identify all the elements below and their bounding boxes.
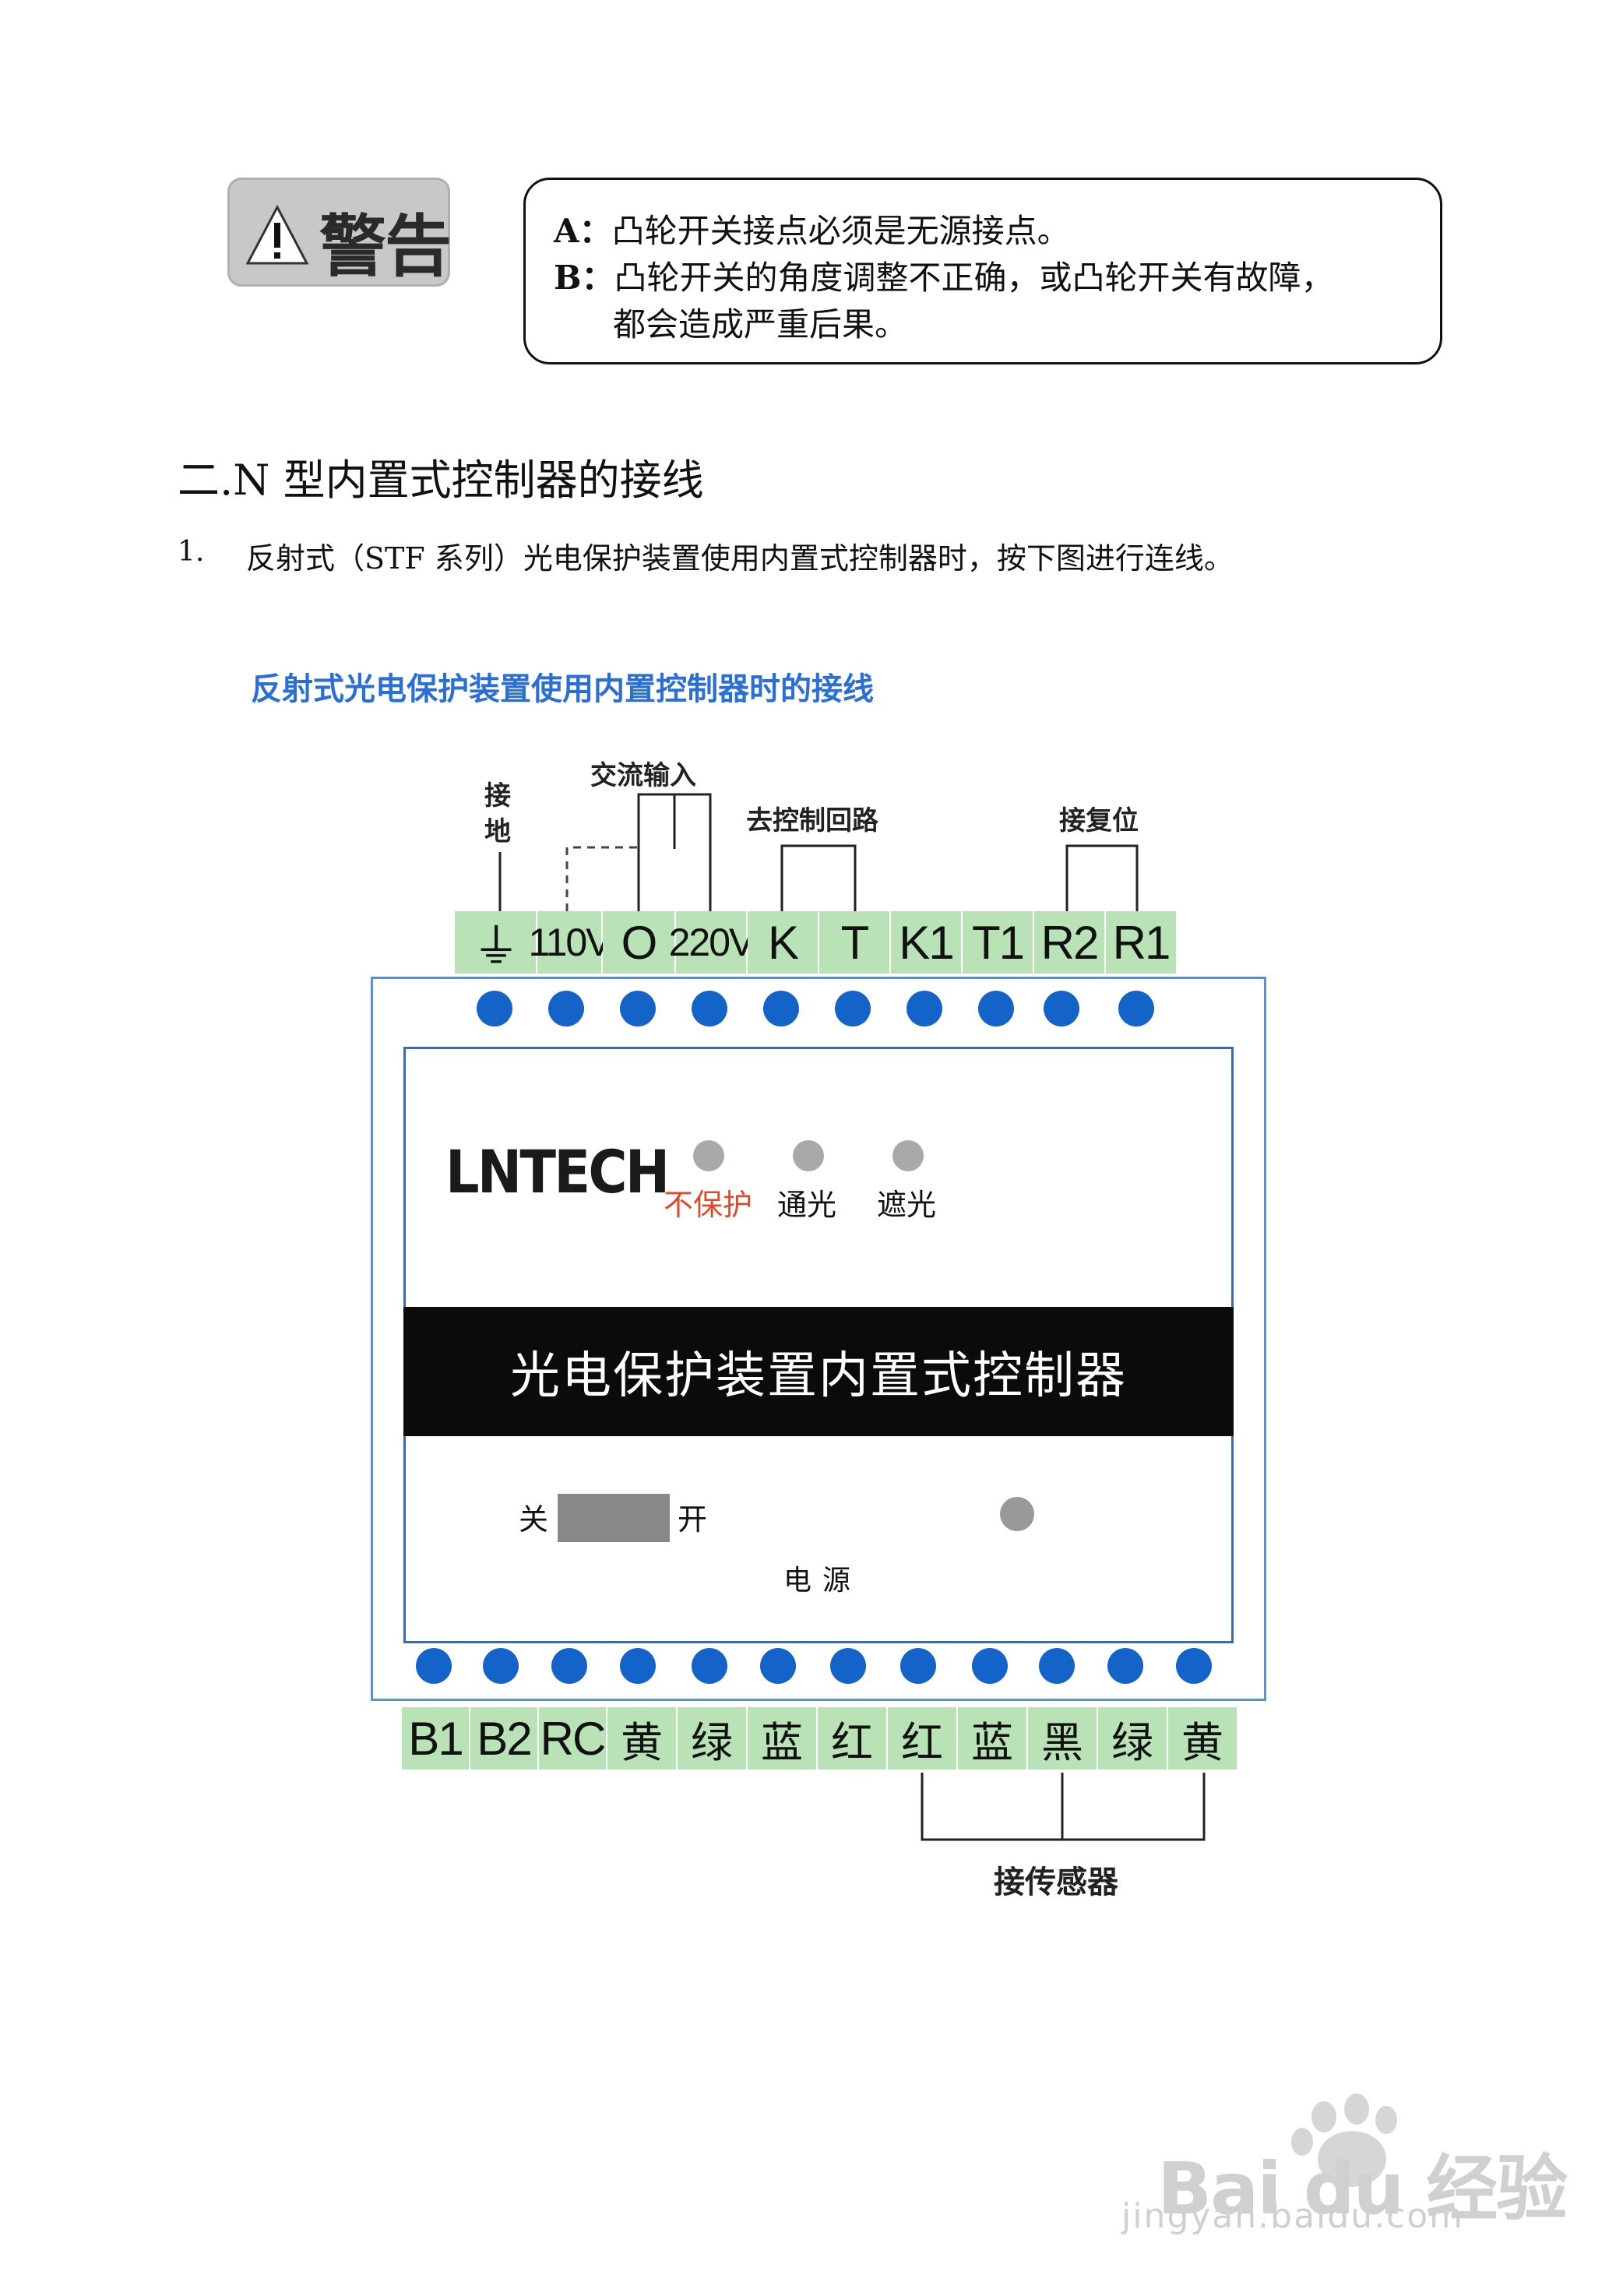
terminal-screw bbox=[692, 1648, 727, 1684]
terminal-screw bbox=[1118, 991, 1154, 1027]
terminal-screw bbox=[1176, 1648, 1212, 1684]
paragraph-text: 反射式（STF 系列）光电保护装置使用内置式控制器时，按下图进行连线。 bbox=[246, 541, 1234, 576]
terminal-r1: R1 bbox=[1106, 911, 1178, 974]
terminal-screw bbox=[483, 1648, 519, 1684]
power-switch bbox=[558, 1494, 670, 1542]
terminal-k1: K1 bbox=[891, 911, 963, 974]
terminal-green-2: 绿 bbox=[1098, 1707, 1168, 1770]
terminal-screw bbox=[620, 991, 656, 1027]
terminal-screw bbox=[1044, 991, 1079, 1027]
terminal-t: T bbox=[819, 911, 891, 974]
terminal-screw bbox=[548, 991, 584, 1027]
terminal-ground: ⏚ bbox=[455, 911, 537, 974]
led-label-no-protect: 不保护 bbox=[664, 1188, 753, 1222]
product-name: 光电保护装置内置式控制器 bbox=[510, 1347, 1127, 1405]
led-no-protect bbox=[693, 1140, 724, 1171]
warning-line-a: A：凸轮开关接点必须是无源接点。 bbox=[554, 212, 1070, 250]
brand-logo: LNTECH bbox=[445, 1137, 670, 1206]
terminal-screw bbox=[763, 991, 799, 1027]
label-reset: 接复位 bbox=[1059, 805, 1139, 836]
terminal-screw bbox=[477, 991, 512, 1027]
terminal-screw bbox=[972, 1648, 1008, 1684]
power-label: 电源 bbox=[783, 1565, 862, 1597]
label-ground-1: 接 bbox=[484, 780, 511, 812]
diagram-title: 反射式光电保护装置使用内置控制器时的接线 bbox=[251, 671, 874, 707]
terminal-blue-2: 蓝 bbox=[958, 1707, 1028, 1770]
label-control-loop: 去控制回路 bbox=[746, 805, 878, 836]
terminal-110v: 110V bbox=[528, 911, 612, 974]
terminal-screw bbox=[900, 1648, 936, 1684]
label-ground-2: 地 bbox=[484, 816, 511, 847]
watermark-url: jingyan.baidu.com bbox=[1121, 2196, 1465, 2236]
terminal-r2: R2 bbox=[1034, 911, 1106, 974]
terminal-red-2: 红 bbox=[888, 1707, 958, 1770]
warning-line-b2: 都会造成严重后果。 bbox=[613, 305, 908, 343]
switch-off-label: 关 bbox=[519, 1502, 549, 1537]
terminal-k: K bbox=[748, 911, 819, 974]
terminal-screw bbox=[830, 1648, 866, 1684]
terminal-green: 绿 bbox=[678, 1707, 748, 1770]
terminal-yellow-2: 黄 bbox=[1168, 1707, 1238, 1770]
terminal-b2: B2 bbox=[470, 1707, 539, 1770]
led-light-block bbox=[892, 1140, 924, 1171]
baidu-paw-icon bbox=[1291, 2094, 1397, 2187]
terminal-screw bbox=[760, 1648, 796, 1684]
watermark-brand: Bai du 经验 bbox=[1157, 2147, 1568, 2231]
terminal-screw bbox=[620, 1648, 656, 1684]
terminal-red: 红 bbox=[818, 1707, 888, 1770]
label-ac-input: 交流输入 bbox=[590, 760, 696, 791]
terminal-screw bbox=[692, 991, 727, 1027]
terminal-o: O bbox=[603, 911, 676, 974]
paragraph-number: 1. bbox=[178, 536, 205, 568]
terminal-screw bbox=[907, 991, 942, 1027]
terminal-screw bbox=[1039, 1648, 1075, 1684]
terminal-t1: T1 bbox=[963, 911, 1034, 974]
terminal-blue: 蓝 bbox=[748, 1707, 818, 1770]
terminal-screw bbox=[1107, 1648, 1143, 1684]
led-label-light-block: 遮光 bbox=[877, 1188, 937, 1222]
warning-badge-label: 警告 bbox=[319, 208, 452, 286]
power-led bbox=[1000, 1497, 1034, 1531]
terminal-screw bbox=[835, 991, 871, 1027]
product-name-band bbox=[403, 1307, 1234, 1436]
led-label-light-pass: 通光 bbox=[777, 1188, 837, 1222]
label-sensor: 接传感器 bbox=[994, 1865, 1118, 1900]
warning-line-b: B：凸轮开关的角度调整不正确，或凸轮开关有故障， bbox=[554, 259, 1334, 297]
terminal-b1: B1 bbox=[402, 1707, 470, 1770]
terminal-screw bbox=[978, 991, 1014, 1027]
terminal-yellow: 黄 bbox=[607, 1707, 678, 1770]
terminal-220v: 220V bbox=[669, 911, 755, 974]
warning-box: A：凸轮开关接点必须是无源接点。 B：凸轮开关的角度调整不正确，或凸轮开关有故障… bbox=[523, 178, 1442, 364]
switch-on-label: 开 bbox=[678, 1502, 708, 1537]
terminal-screw bbox=[551, 1648, 587, 1684]
terminal-screw bbox=[416, 1648, 452, 1684]
section-heading: 二.N 型内置式控制器的接线 bbox=[178, 456, 704, 505]
led-light-pass bbox=[793, 1140, 824, 1171]
terminal-black: 黑 bbox=[1028, 1707, 1098, 1770]
terminal-rc: RC bbox=[539, 1707, 607, 1770]
warning-triangle-icon bbox=[246, 204, 308, 265]
